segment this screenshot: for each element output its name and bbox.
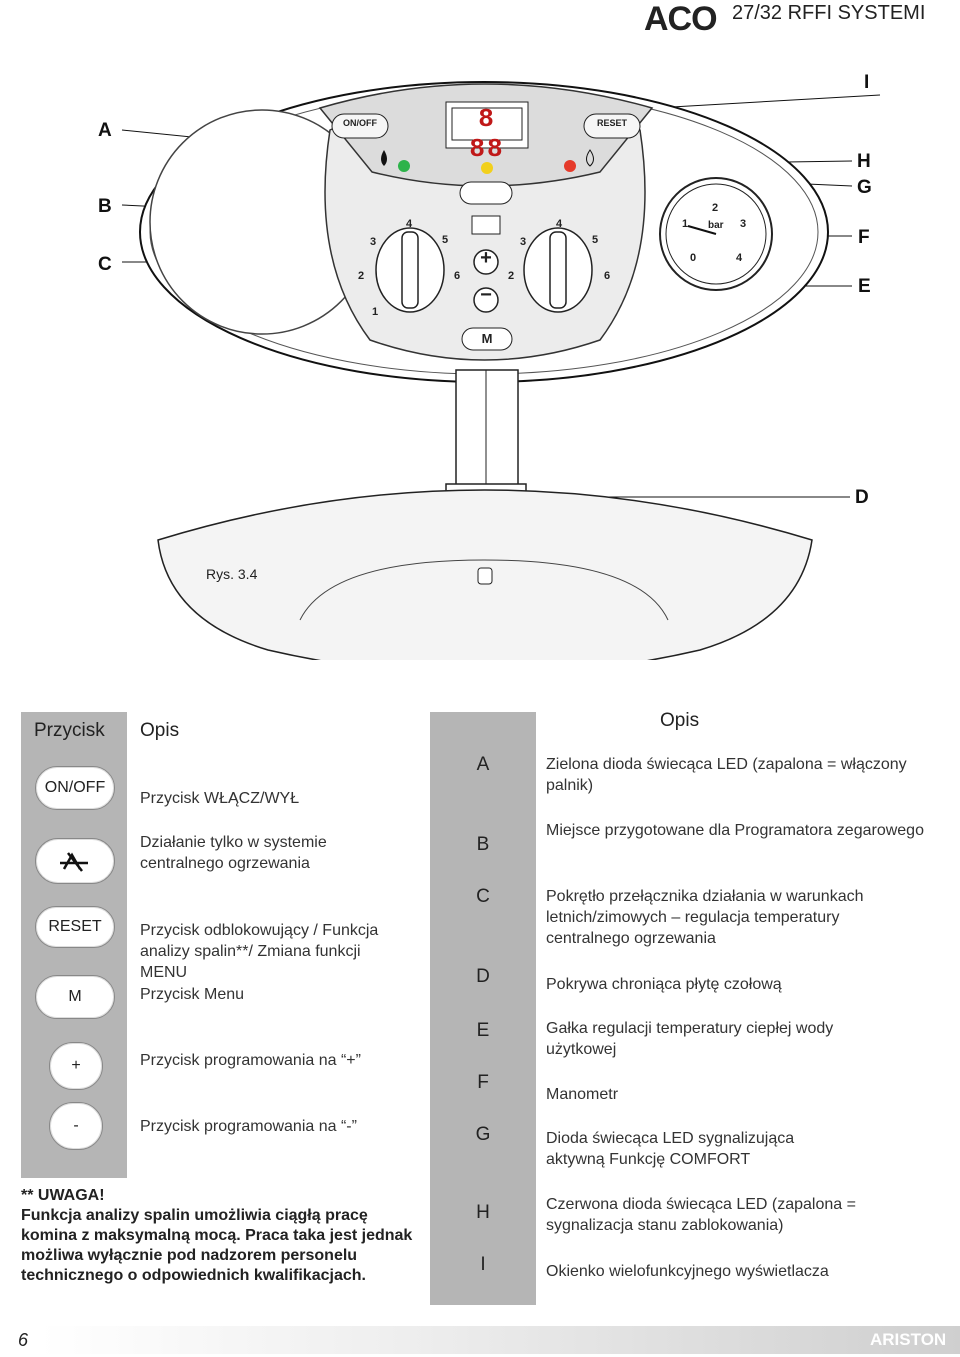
row-desc-f: Manometr <box>546 1086 619 1103</box>
row-desc-h: Czerwona dioda świecąca LED (zapalona = … <box>546 1196 856 1234</box>
row-letter-g: G <box>475 1124 491 1145</box>
gauge-tick-0: 0 <box>690 252 697 264</box>
panel-plus-label: + <box>480 247 492 269</box>
dial-right-tick-3: 3 <box>520 236 527 248</box>
panel-reset-label: RESET <box>596 118 627 128</box>
row-desc-g: Dioda świecąca LED sygnalizująca aktywną… <box>546 1130 795 1168</box>
callout-g: G <box>857 177 872 198</box>
minus-button: - <box>49 1102 103 1150</box>
callout-c: C <box>98 254 112 275</box>
row-desc-e: Gałka regulacji temperatury ciepłej wody… <box>546 1020 834 1058</box>
dial-right-tick-6: 6 <box>604 270 611 282</box>
row-letter-c: C <box>476 886 490 907</box>
left-table-header-button: Przycisk <box>34 720 105 741</box>
row-letter-b: B <box>476 834 490 855</box>
row-letter-f: F <box>477 1072 489 1093</box>
comfort-desc: Działanie tylko w systemie centralnego o… <box>140 834 327 872</box>
panel-m-label: M <box>481 331 493 346</box>
plus-desc: Przycisk programowania na “+” <box>140 1052 361 1069</box>
letter-column-background <box>430 712 536 1305</box>
gauge-tick-3: 3 <box>740 218 747 230</box>
row-letter-e: E <box>476 1020 490 1041</box>
warning-text: Funkcja analizy spalin umożliwia ciągłą … <box>21 1207 413 1284</box>
dial-left-tick-5: 5 <box>442 234 449 246</box>
warning-title: ** UWAGA! <box>21 1187 105 1204</box>
brand-logo: ACO <box>644 0 718 38</box>
gauge-tick-4: 4 <box>736 252 743 264</box>
reset-button: RESET <box>35 906 115 948</box>
footer-bar <box>40 1326 960 1354</box>
callout-b: B <box>98 196 112 217</box>
menu-desc: Przycisk Menu <box>140 986 245 1003</box>
row-desc-c: Pokrętło przełącznika działania w warunk… <box>546 888 864 947</box>
plus-button: + <box>49 1042 103 1090</box>
callout-d: D <box>855 487 869 508</box>
comfort-icon <box>60 852 88 872</box>
right-table-header: Opis <box>660 710 700 731</box>
figure-caption: Rys. 3.4 <box>206 566 258 582</box>
dial-right-tick-4: 4 <box>556 218 563 230</box>
panel-minus-label: − <box>480 284 492 306</box>
dial-right-tick-5: 5 <box>592 234 599 246</box>
boiler-panel-figure <box>121 81 881 660</box>
document-title: 27/32 RFFI SYSTEMI <box>732 2 926 24</box>
minus-desc: Przycisk programowania na “-” <box>140 1118 357 1135</box>
callout-f: F <box>858 227 870 248</box>
row-desc-i: Okienko wielofunkcyjnego wyświetlacza <box>546 1263 829 1280</box>
page-number: 6 <box>18 1330 29 1350</box>
row-letter-d: D <box>476 966 490 987</box>
gauge-tick-2: 2 <box>712 202 719 214</box>
row-letter-a: A <box>476 754 490 775</box>
warning-block: ** UWAGA! Funkcja analizy spalin umożliw… <box>21 1186 421 1286</box>
row-letter-i: I <box>480 1254 486 1275</box>
callout-h: H <box>857 151 871 172</box>
gauge-tick-1: 1 <box>682 218 689 230</box>
comfort-button <box>35 838 115 884</box>
row-desc-d: Pokrywa chroniąca płytę czołową <box>546 976 782 993</box>
display-digits: 8 88 <box>469 104 505 164</box>
footer-brand-logo: ARISTON <box>870 1330 947 1349</box>
menu-button: M <box>35 975 115 1019</box>
dial-left-tick-4: 4 <box>406 218 413 230</box>
left-table-header-desc: Opis <box>140 720 180 741</box>
callout-a: A <box>98 120 112 141</box>
gauge-unit: bar <box>708 220 724 231</box>
dial-left-tick-1: 1 <box>372 306 379 318</box>
dial-left-tick-6: 6 <box>454 270 461 282</box>
reset-desc: Przycisk odblokowujący / Funkcja analizy… <box>140 922 379 981</box>
row-letter-h: H <box>476 1202 490 1223</box>
dial-left-tick-3: 3 <box>370 236 377 248</box>
row-desc-a: Zielona dioda świecąca LED (zapalona = w… <box>546 756 907 794</box>
panel-onoff-label: ON/OFF <box>343 118 377 128</box>
dial-right-tick-2: 2 <box>508 270 515 282</box>
onoff-button: ON/OFF <box>35 766 115 810</box>
dial-left-tick-2: 2 <box>358 270 365 282</box>
onoff-desc: Przycisk WŁĄCZ/WYŁ <box>140 790 300 807</box>
row-desc-b: Miejsce przygotowane dla Programatora ze… <box>546 822 924 839</box>
callout-e: E <box>858 276 871 297</box>
callout-i: I <box>864 72 870 93</box>
